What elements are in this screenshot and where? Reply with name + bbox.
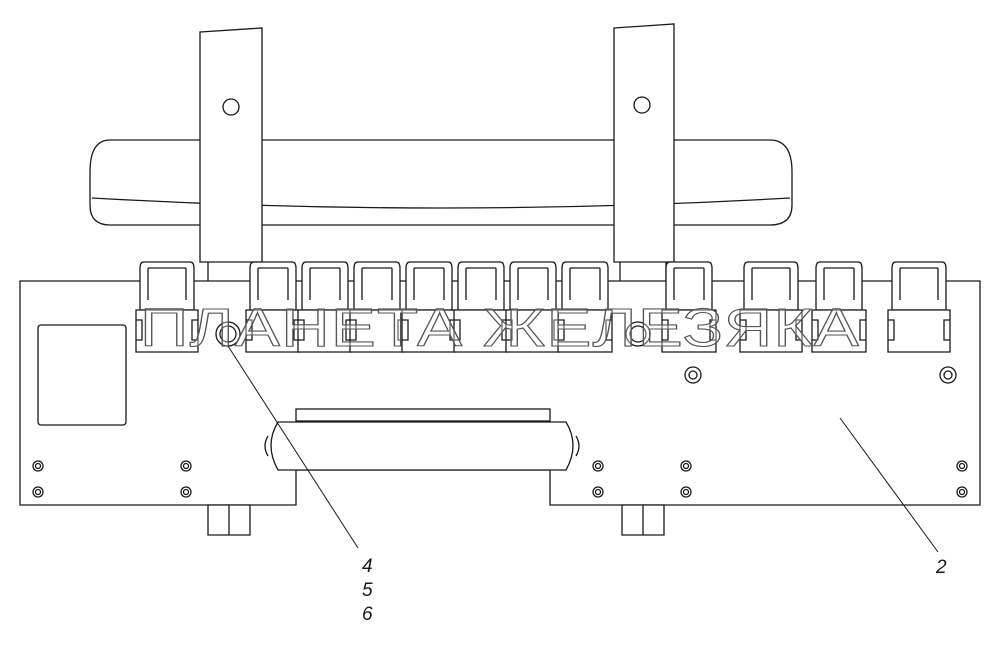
fuse-holder [661,261,717,353]
fuse-holder [887,261,951,353]
fuse-holders-row [135,261,951,353]
mounting-hole [32,486,44,498]
mounting-hole [680,460,692,472]
mounting-hole [680,486,692,498]
plate-bolt-1 [684,366,702,384]
mounting-hole [956,460,968,472]
callout-2: 2 [839,417,947,578]
mounting-bracket-left [199,27,263,282]
nut-left [215,321,241,347]
fuse-holder [297,261,353,353]
fuse-holder [739,261,803,353]
nut-right [625,321,651,347]
mounting-bracket-right [613,23,675,282]
callout-label-5: 5 [362,580,373,601]
fuse-holder [811,261,867,353]
callout-label-4: 4 [362,556,373,577]
mounting-hole [180,460,192,472]
fuse-holder [505,261,561,353]
callout-4-5-6: 4 5 6 [227,345,373,625]
mounting-holes [32,460,968,498]
mounting-hole [180,486,192,498]
mounting-hole [956,486,968,498]
fuse-holder [349,261,405,353]
callout-label-2: 2 [935,557,947,578]
fuse-holder [401,261,457,353]
mounting-hole [32,460,44,472]
mounting-hole [592,486,604,498]
handle-bar [264,408,580,471]
fuse-holder [557,261,613,353]
rear-housing [89,139,793,226]
plate-bolt-2 [939,366,957,384]
watermark-text: ПЛАНЕТА ЖЕЛЕЗЯКА [140,298,860,358]
fuse-holder [453,261,509,353]
lower-stub-left [207,504,251,536]
callout-label-6: 6 [362,604,373,625]
fuse-holder [245,261,301,353]
lower-stub-right [621,504,665,536]
mounting-hole [592,460,604,472]
fuse-holder [135,261,199,353]
